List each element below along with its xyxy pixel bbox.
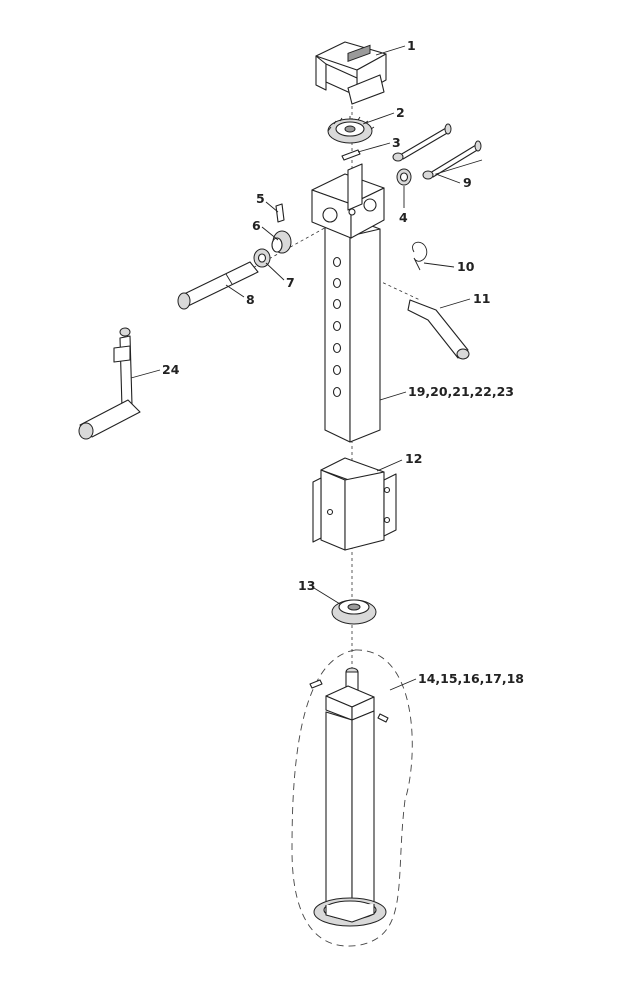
callout-1: 1 bbox=[407, 38, 416, 53]
callout-5: 5 bbox=[256, 191, 265, 206]
callouts: 1 2 3 4 5 6 7 8 9 10 11 12 13 14,15,16,1… bbox=[162, 38, 524, 686]
part-handle bbox=[407, 299, 470, 360]
part-pin bbox=[341, 149, 361, 161]
leader-lines bbox=[130, 45, 483, 691]
lower-leg-group-outline bbox=[291, 649, 413, 947]
part-upper-tube bbox=[311, 163, 385, 443]
callout-11: 11 bbox=[473, 291, 490, 306]
part-shaft bbox=[177, 261, 259, 310]
callout-6: 6 bbox=[252, 218, 261, 233]
part-mounting-bracket bbox=[312, 457, 397, 551]
callout-9: 9 bbox=[463, 175, 472, 190]
part-washer bbox=[253, 248, 271, 268]
part-bevel-gear bbox=[327, 116, 375, 144]
part-top-cap bbox=[315, 41, 387, 105]
callout-8: 8 bbox=[246, 292, 255, 307]
part-inner-leg bbox=[309, 667, 389, 927]
part-bolts bbox=[392, 123, 482, 180]
callout-19-23: 19,20,21,22,23 bbox=[408, 384, 514, 399]
callout-3: 3 bbox=[392, 135, 401, 150]
part-clip bbox=[412, 241, 428, 271]
callout-14-18: 14,15,16,17,18 bbox=[418, 671, 524, 686]
callout-12: 12 bbox=[405, 451, 422, 466]
callout-2: 2 bbox=[396, 105, 405, 120]
part-thrust-bearing bbox=[331, 599, 377, 625]
part-set-screw bbox=[275, 203, 285, 223]
part-crank bbox=[78, 327, 141, 440]
callout-4: 4 bbox=[399, 210, 408, 225]
part-bushing bbox=[396, 168, 412, 186]
callout-13: 13 bbox=[298, 578, 315, 593]
callout-10: 10 bbox=[457, 259, 475, 274]
part-pinion-gear bbox=[271, 230, 292, 254]
callout-24: 24 bbox=[162, 362, 180, 377]
callout-7: 7 bbox=[286, 275, 295, 290]
